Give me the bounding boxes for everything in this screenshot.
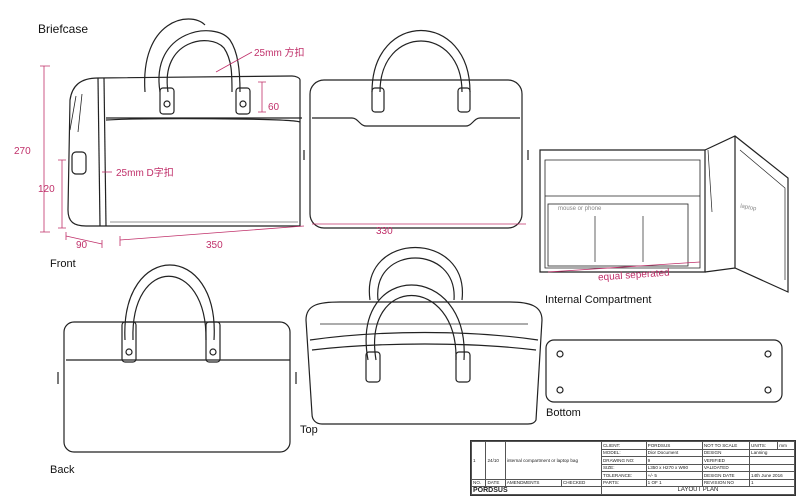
- tb-validated-blank: [749, 463, 795, 473]
- tb-rev-date: 24/10: [485, 441, 506, 480]
- tb-verified-label: VERIFIED: [701, 456, 751, 465]
- view-label-top: Top: [300, 424, 318, 436]
- tb-col-amend: AMENDMENTS: [504, 478, 562, 488]
- front-view-drawing: [67, 18, 302, 227]
- internal-compartment-drawing: [539, 135, 789, 293]
- back-view-drawing: [57, 264, 297, 453]
- view-label-front: Front: [50, 258, 76, 270]
- internal-pocket-label: mouse or phone: [558, 206, 602, 212]
- dim-tab-height: 60: [268, 102, 280, 113]
- tb-design-label: DESIGN: [701, 448, 751, 458]
- dim-depth: 90: [76, 240, 88, 251]
- tb-units-label: UNITS:: [749, 441, 779, 450]
- tb-verified-blank: [749, 456, 795, 465]
- dim-length: 350: [206, 240, 223, 251]
- front-flat-view-drawing: [303, 30, 529, 229]
- tb-size: L350 x H270 x W90: [645, 463, 703, 473]
- tb-revision: 1: [749, 478, 795, 488]
- tb-units: mm: [777, 441, 795, 450]
- tb-client-label: CLIENT:: [600, 441, 647, 450]
- dim-square-buckle: 25mm 方扣: [254, 48, 305, 59]
- tb-plan: LAYOUT PLAN: [600, 486, 796, 495]
- tb-not-to-scale: NOT TO SCALE: [701, 441, 751, 450]
- tb-drawing-label: DRAWING NO:: [600, 456, 647, 465]
- tb-drawing: 9: [645, 456, 703, 465]
- dim-height: 270: [14, 146, 31, 157]
- dim-top-length: 330: [376, 226, 393, 237]
- tb-parts-label: PARTS:: [600, 478, 647, 488]
- tb-date: 14th June 2016: [749, 471, 795, 480]
- dim-pocket-height: 120: [38, 184, 55, 195]
- tb-col-no: NO.: [470, 478, 487, 488]
- tb-rev-note: internal compartment or laptop bag: [504, 441, 602, 480]
- tb-tol-label: TOLERANCE:: [600, 471, 647, 480]
- tb-validated-label: VALIDATED: [701, 463, 751, 473]
- view-label-bottom: Bottom: [546, 407, 581, 419]
- tb-date-label: DESIGN DATE: [701, 471, 751, 480]
- bottom-view-drawing: [545, 339, 783, 403]
- tb-col-checked: CHECKED: [560, 478, 602, 488]
- tb-model-label: MODEL:: [600, 448, 647, 458]
- title-block: 1 24/10 internal compartment or laptop b…: [470, 440, 796, 496]
- view-label-back: Back: [50, 464, 75, 476]
- tb-revision-label: REVISION NO: [701, 478, 751, 488]
- tb-parts: 1 OF 1: [645, 478, 703, 488]
- tb-size-label: SIZE:: [600, 463, 647, 473]
- tb-col-date: DATE: [485, 478, 506, 488]
- drawing-title: Briefcase: [38, 22, 89, 36]
- tb-tol: +/- 5: [645, 471, 703, 480]
- dim-d-ring: 25mm D字扣: [116, 168, 174, 179]
- tb-model: Dior Document: [645, 448, 703, 458]
- tb-client: PORDSUS: [645, 441, 703, 450]
- tb-rev-no: 1: [470, 441, 487, 480]
- view-label-internal: Internal Compartment: [545, 294, 652, 306]
- top-view-drawing: [305, 246, 543, 425]
- tb-design: Lanning: [749, 448, 795, 458]
- tb-logo: PORDSUS: [471, 486, 602, 495]
